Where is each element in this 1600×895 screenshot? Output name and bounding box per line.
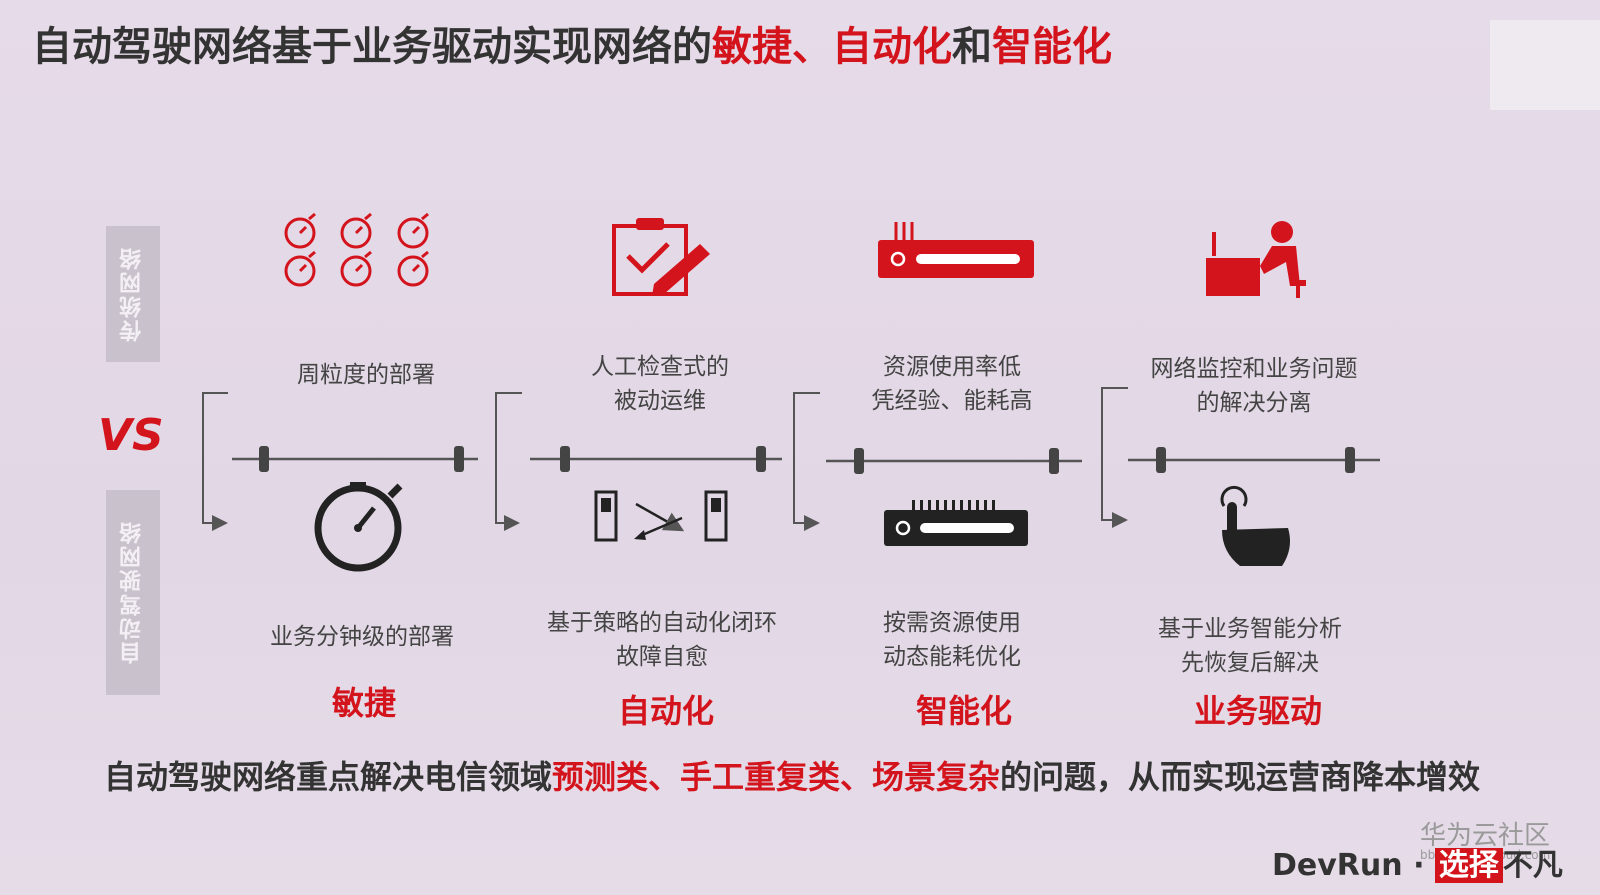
col4-key: 业务驱动 — [1193, 692, 1322, 730]
bracket-3 — [793, 392, 1082, 531]
watermark-name: 华为云社区 — [1420, 821, 1551, 851]
col1-key: 敏捷 — [331, 684, 396, 722]
col4-top-text: 网络监控和业务问题 的解决分离 — [1150, 356, 1358, 416]
six-alarm-clocks-icon — [284, 212, 429, 287]
col2-bottom-text: 基于策略的自动化闭环 故障自愈 — [547, 610, 777, 670]
col1-top-text: 周粒度的部署 — [297, 362, 435, 388]
bracket-1 — [202, 392, 478, 531]
title-part1: 自动驾驶网络基于业务驱动实现网络的 — [32, 24, 712, 70]
col3-bottom-text: 按需资源使用 动态能耗优化 — [883, 610, 1021, 670]
clipboard-check-icon — [612, 218, 710, 296]
page-title: 自动驾驶网络基于业务驱动实现网络的敏捷、自动化和智能化 — [32, 14, 1112, 72]
person-at-desk-icon — [1206, 221, 1306, 298]
col3-top-text: 资源使用率低 凭经验、能耗高 — [871, 354, 1033, 414]
title-part3: 和 — [952, 24, 992, 70]
col2-top-text: 人工检查式的 被动运维 — [591, 354, 729, 414]
col3-key: 智能化 — [915, 692, 1012, 730]
brand-boxed: 选择 — [1434, 848, 1503, 883]
title-part4: 智能化 — [992, 24, 1112, 70]
footer-text: 自动驾驶网络重点解决电信领域预测类、手工重复类、场景复杂的问题，从而实现运营商降… — [104, 752, 1480, 798]
bracket-2 — [495, 392, 782, 531]
footer-part3: 的问题，从而实现运营商降本增效 — [1000, 758, 1481, 796]
router-icon — [878, 222, 1034, 278]
brand-name: DevRun · — [1272, 848, 1435, 883]
bracket-4 — [1101, 387, 1380, 528]
col4-bottom-text: 基于业务智能分析 先恢复后解决 — [1158, 616, 1342, 676]
network-device-icon — [884, 500, 1028, 546]
brand-suffix: 不凡 — [1502, 848, 1563, 883]
stopwatch-icon — [314, 482, 403, 572]
corner-patch — [1490, 20, 1600, 110]
brand-logo: DevRun · 选择不凡 — [1272, 840, 1563, 884]
title-part2: 敏捷、自动化 — [712, 24, 952, 70]
touch-hand-icon — [1220, 485, 1290, 566]
footer-part1: 自动驾驶网络重点解决电信领域 — [104, 758, 553, 796]
col2-key: 自动化 — [617, 692, 714, 730]
server-exchange-icon — [594, 490, 728, 542]
col1-bottom-text: 业务分钟级的部署 — [270, 624, 454, 650]
footer-part2: 预测类、手工重复类、场景复杂 — [552, 758, 1001, 796]
vs-label: VS — [98, 410, 164, 461]
